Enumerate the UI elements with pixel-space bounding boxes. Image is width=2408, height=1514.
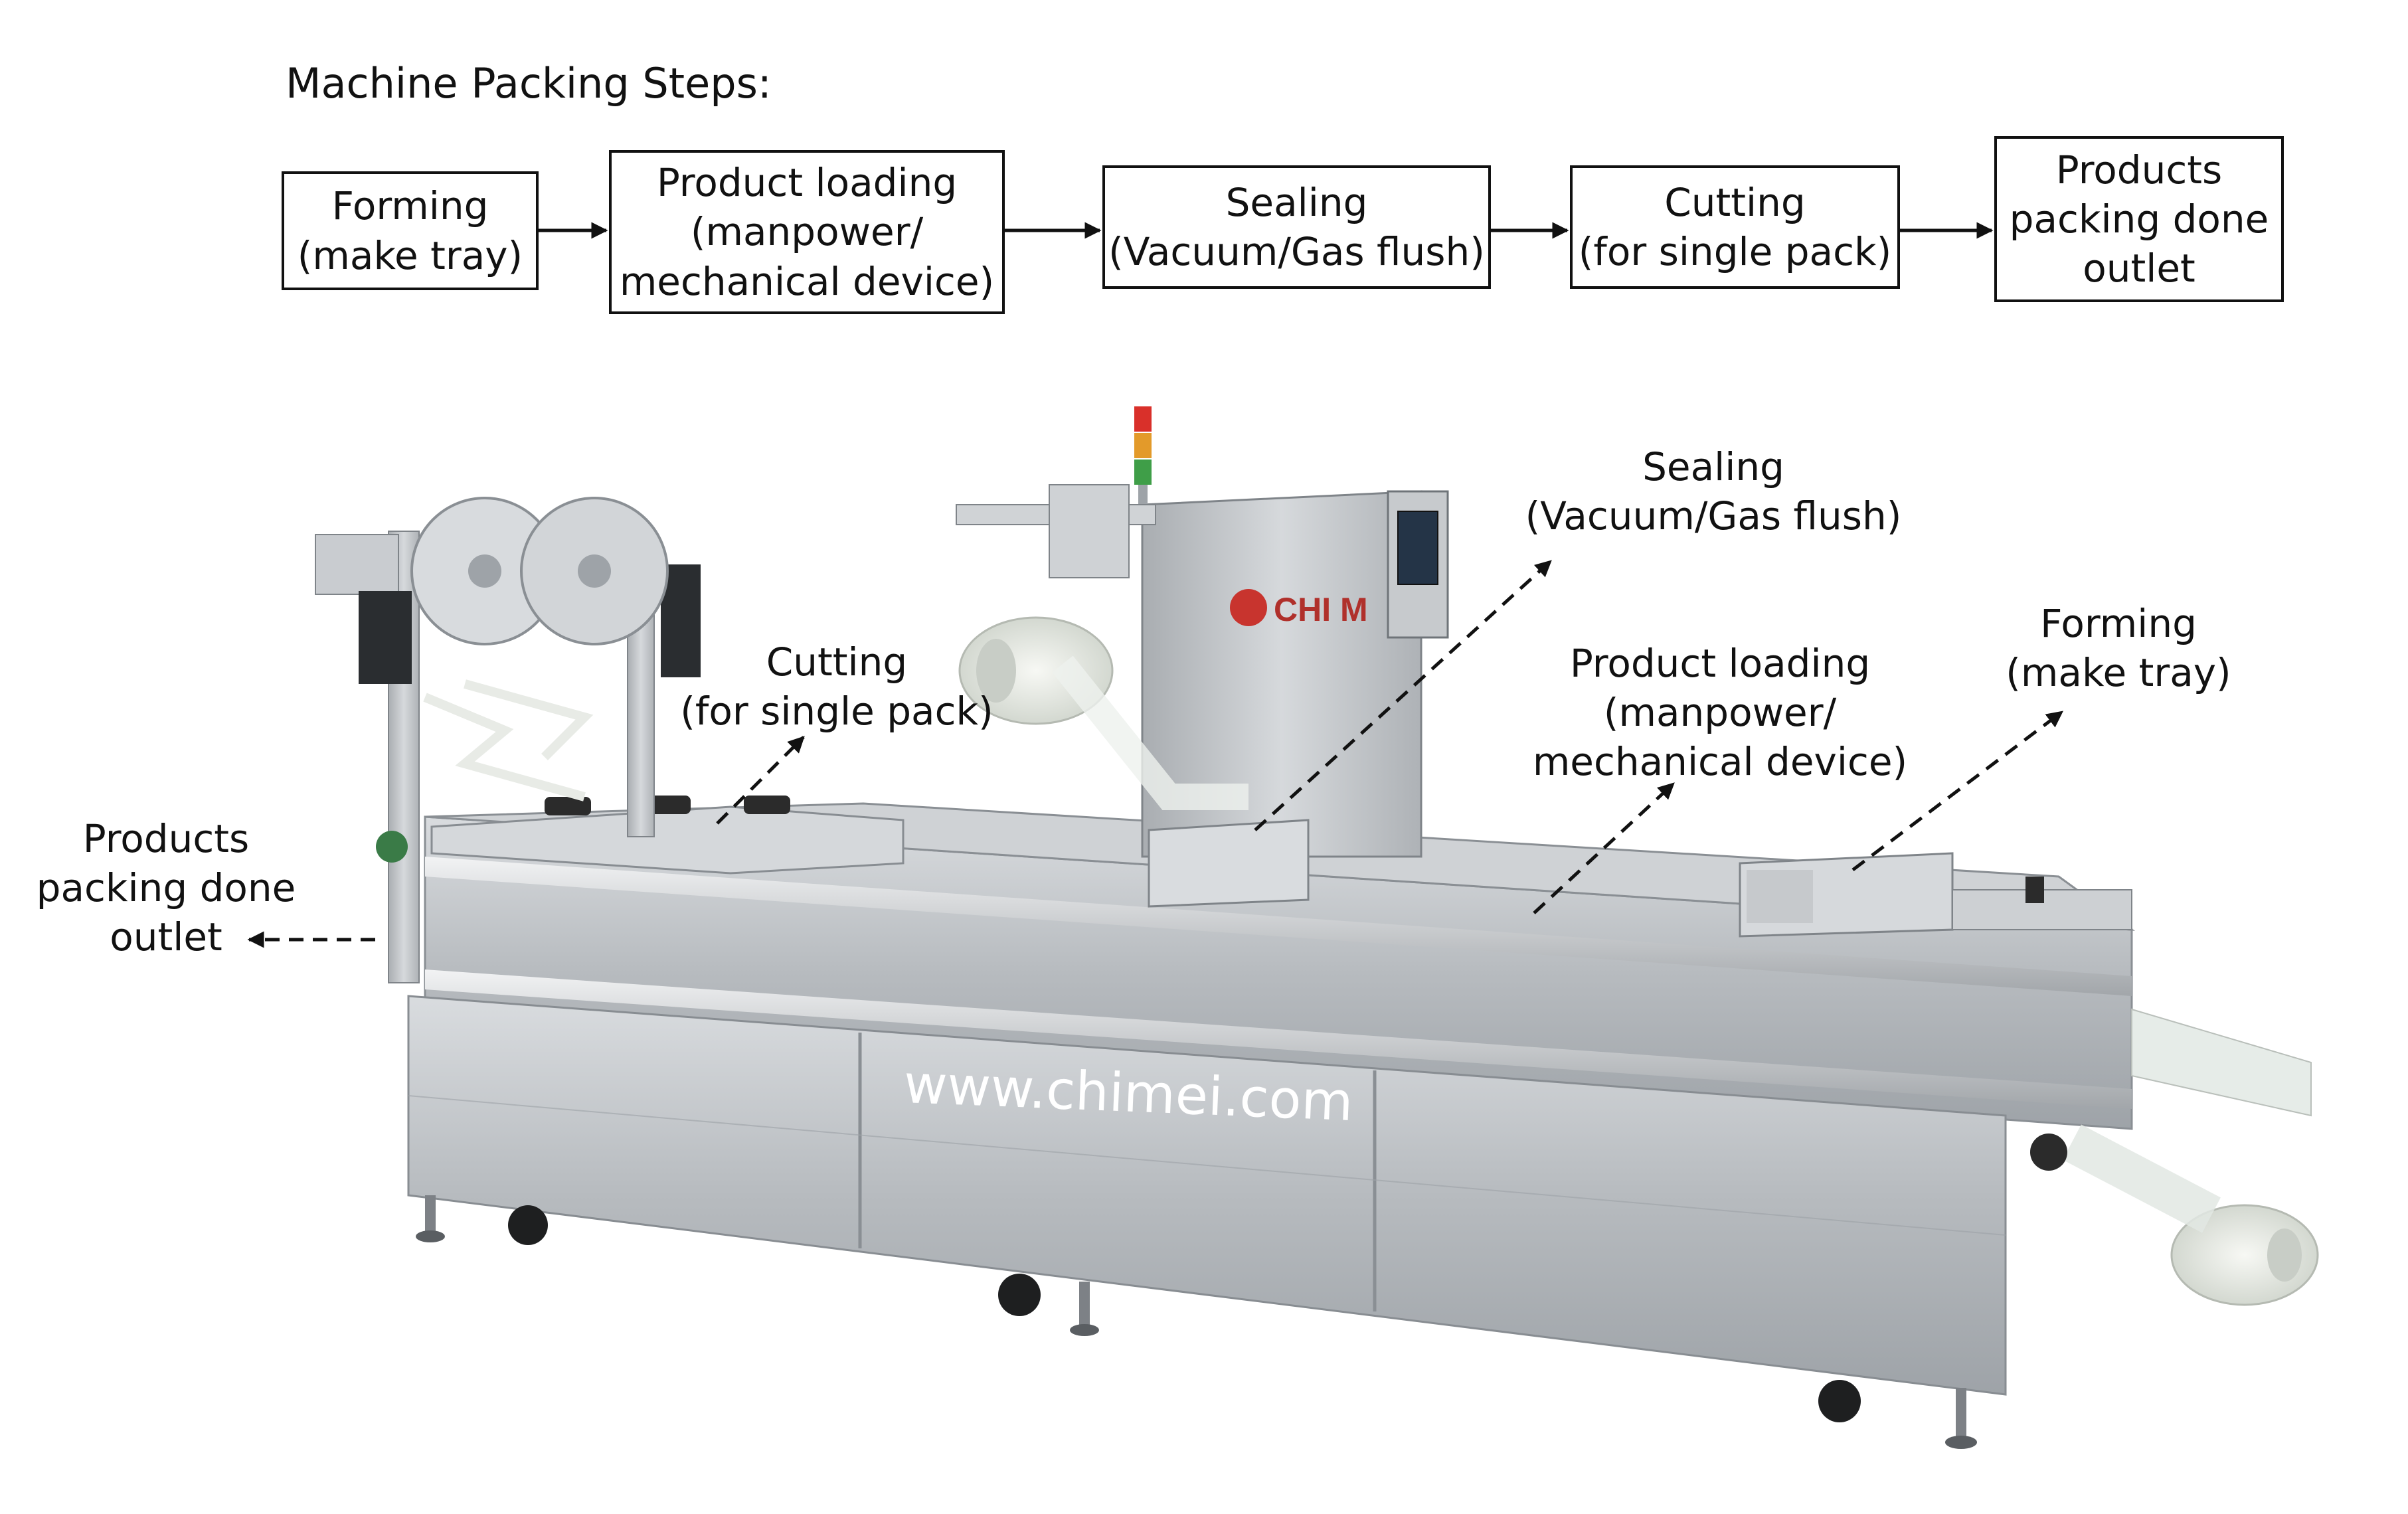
step-loading-line-3: mechanical device) xyxy=(619,258,995,304)
callout-loading: Product loading (manpower/ mechanical de… xyxy=(1527,639,1913,787)
step-outlet-line-3: outlet xyxy=(2083,246,2195,292)
diagram-title: Machine Packing Steps: xyxy=(286,59,772,108)
callout-loading-line-1: Product loading xyxy=(1569,641,1871,686)
step-box-sealing: Sealing (Vacuum/Gas flush) xyxy=(1102,165,1491,289)
callout-outlet-line-1: Products xyxy=(82,816,250,861)
callout-cutting-line-2: (for single pack) xyxy=(680,689,993,734)
stack-light-green xyxy=(1134,460,1152,485)
cutting-station-cover xyxy=(430,805,904,875)
step-box-loading: Product loading (manpower/ mechanical de… xyxy=(609,150,1005,314)
step-box-outlet: Products packing done outlet xyxy=(1994,136,2284,302)
step-box-cutting: Cutting (for single pack) xyxy=(1570,165,1900,289)
callout-arrow-forming xyxy=(1851,711,2063,871)
callout-outlet-line-2: packing done xyxy=(36,865,296,911)
callout-arrow-cutting xyxy=(716,736,805,825)
step-box-forming: Forming (make tray) xyxy=(282,171,539,290)
callout-sealing-line-2: (Vacuum/Gas flush) xyxy=(1525,493,1902,539)
brand-logo-text: CHI M xyxy=(1274,591,1368,628)
machine-rail-lower xyxy=(425,969,2132,1109)
callout-loading-line-2: (manpower/ xyxy=(1603,690,1837,736)
caster-1 xyxy=(508,1205,548,1245)
step-forming-line-1: Forming xyxy=(331,183,489,229)
step-sealing-line-2: (Vacuum/Gas flush) xyxy=(1108,229,1485,274)
callout-forming-line-2: (make tray) xyxy=(2006,650,2231,696)
callout-outlet-line-3: outlet xyxy=(110,914,222,960)
callout-arrow-loading xyxy=(1533,782,1675,914)
step-forming-line-2: (make tray) xyxy=(297,232,523,278)
callout-cutting-line-1: Cutting xyxy=(766,639,908,685)
callout-loading-line-3: mechanical device) xyxy=(1532,739,1908,785)
callout-sealing: Sealing (Vacuum/Gas flush) xyxy=(1521,442,1906,541)
caster-2 xyxy=(998,1274,1041,1316)
step-cutting-line-1: Cutting xyxy=(1664,179,1806,225)
hmi-touchscreen xyxy=(1397,511,1438,585)
callout-sealing-line-1: Sealing xyxy=(1642,444,1784,489)
bottom-film-web xyxy=(2131,1008,2312,1117)
callout-forming-line-1: Forming xyxy=(2040,601,2197,646)
step-sealing-line-1: Sealing xyxy=(1225,179,1368,225)
callout-forming: Forming (make tray) xyxy=(1992,599,2245,697)
stack-light-amber xyxy=(1134,433,1152,458)
step-loading-line-2: (manpower/ xyxy=(690,209,924,255)
callout-arrow-sealing xyxy=(1254,560,1552,831)
machine-lower-cabinet xyxy=(407,995,2007,1396)
stack-light-red xyxy=(1134,406,1152,432)
step-outlet-line-2: packing done xyxy=(2009,196,2269,242)
caster-3 xyxy=(1818,1380,1861,1422)
step-outlet-line-1: Products xyxy=(2055,147,2223,193)
callout-cutting: Cutting (for single pack) xyxy=(677,637,996,736)
left-motor xyxy=(359,591,412,684)
sealing-chamber xyxy=(1148,819,1310,908)
sealing-station-tower xyxy=(1141,490,1422,858)
callout-outlet: Products packing done outlet xyxy=(27,814,305,962)
brand-logo-mark xyxy=(1230,589,1267,626)
machine-rail-upper xyxy=(425,857,2132,996)
step-loading-line-1: Product loading xyxy=(656,160,958,206)
step-cutting-line-2: (for single pack) xyxy=(1578,229,1892,274)
